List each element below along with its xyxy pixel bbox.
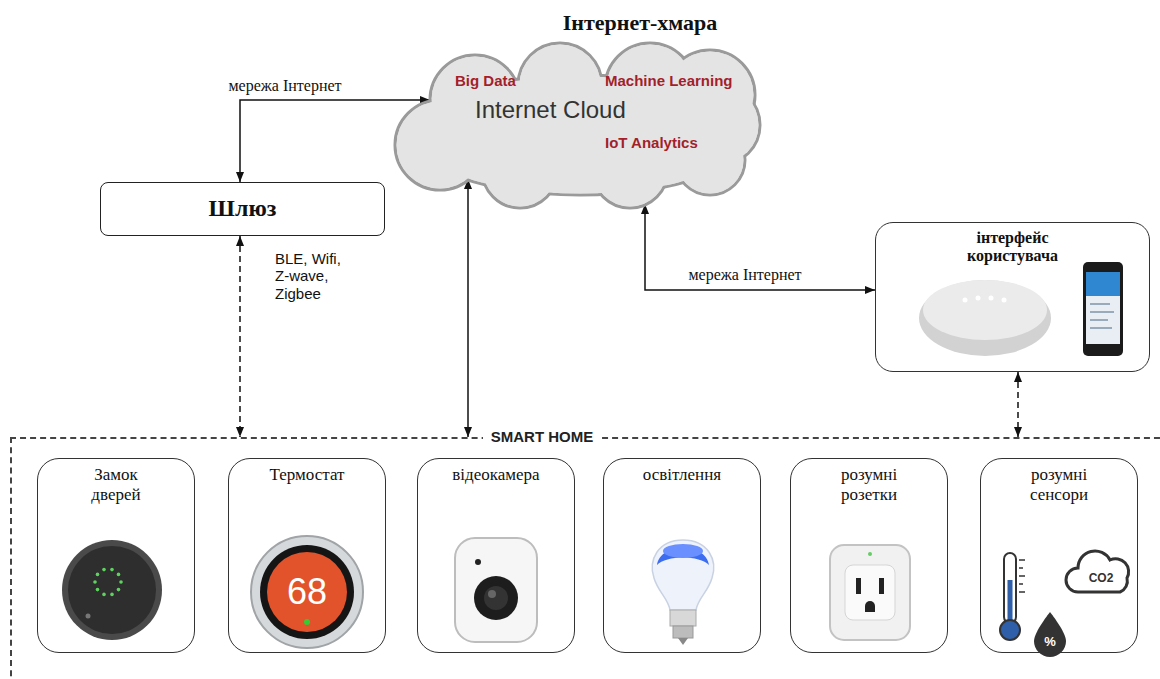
bulb-picture xyxy=(652,540,713,645)
lock-led xyxy=(117,588,121,592)
cloud-keyword: IoT Analytics xyxy=(605,134,698,151)
plug-body xyxy=(830,545,910,640)
device-box: Замок дверей xyxy=(37,458,195,653)
device-label: Термостат xyxy=(270,465,345,485)
thermostat-ring xyxy=(251,536,363,648)
edge-label: BLE, Wifi, Z-wave, Zigbee xyxy=(275,250,355,302)
cloud-keyword: Machine Learning xyxy=(605,72,733,89)
smart-speaker-picture xyxy=(919,280,1051,356)
diagram-title: Інтернет-хмара xyxy=(563,10,718,35)
speaker-led xyxy=(963,298,968,303)
device-box: освітлення xyxy=(603,458,761,653)
speaker-led xyxy=(976,296,981,301)
lock-led xyxy=(96,573,100,577)
bulb-glow xyxy=(663,544,703,558)
camera-lens xyxy=(474,576,518,620)
speaker-led xyxy=(989,296,994,301)
device-box: розумні розетки xyxy=(790,458,948,653)
connector xyxy=(467,179,469,437)
gateway-label: Шлюз xyxy=(209,195,277,223)
camera-lens-inner xyxy=(484,586,508,610)
device-box: відеокамера xyxy=(417,458,575,653)
humidity-drop xyxy=(1034,612,1066,657)
cloud-part xyxy=(484,134,557,207)
sensor-icons xyxy=(1000,551,1129,657)
device-label: відеокамера xyxy=(452,465,539,485)
cloud-part xyxy=(397,102,484,189)
device-box: Термостат xyxy=(228,458,386,653)
icon-label: % xyxy=(1044,635,1056,650)
speaker-body xyxy=(919,280,1051,356)
lock-led xyxy=(117,573,121,577)
icon-label: CO2 xyxy=(1089,572,1114,586)
edge-label: мережа Інтернет xyxy=(688,266,801,284)
lock-body xyxy=(62,540,162,640)
lock-led xyxy=(110,593,114,597)
plug-face xyxy=(845,565,895,620)
bulb-tip xyxy=(678,638,688,645)
lock-led xyxy=(102,593,106,597)
edge-label: мережа Інтернет xyxy=(228,77,341,95)
user-interface-box: інтерфейс користувача xyxy=(875,222,1150,372)
lock-led xyxy=(102,568,106,572)
device-box: розумні сенсори xyxy=(980,458,1138,653)
lock-led xyxy=(93,580,97,584)
plug-led xyxy=(868,552,872,556)
thermometer-column xyxy=(1008,580,1013,625)
thermostat-bezel xyxy=(260,545,354,639)
smart-home-region: SMART HOMEЗамок дверейТермостатвідеокаме… xyxy=(10,437,1160,679)
device-label: Замок дверей xyxy=(76,465,156,504)
thermometer-bulb xyxy=(1000,620,1020,640)
region-heading: SMART HOME xyxy=(483,428,602,445)
cloud-keyword: Big Data xyxy=(455,72,516,89)
camera-picture xyxy=(455,538,537,642)
phone-screen xyxy=(1086,272,1120,344)
plug-picture xyxy=(830,545,910,640)
connector xyxy=(239,236,241,437)
thermostat-reading: 68 xyxy=(287,571,327,612)
thermostat-picture xyxy=(251,536,363,648)
bulb-glass xyxy=(652,540,713,610)
thermostat-leaf xyxy=(304,619,310,625)
panel-heading: інтерфейс користувача xyxy=(948,229,1078,266)
camera-glint xyxy=(488,590,496,598)
lock-led xyxy=(119,580,123,584)
speaker-led xyxy=(1002,298,1007,303)
speaker-top xyxy=(923,280,1047,340)
connector xyxy=(1017,372,1019,437)
bulb-base xyxy=(673,626,693,638)
cloud-outline xyxy=(380,40,780,210)
phone-picture xyxy=(1083,262,1123,356)
door-lock-picture xyxy=(62,540,162,640)
device-label: розумні сенсори xyxy=(1014,465,1104,504)
plug-slot xyxy=(856,578,861,594)
cloud-shape: Big Data Machine LearningInternet CloudIo… xyxy=(380,40,780,210)
thermometer-ticks xyxy=(1019,560,1025,592)
device-label: освітлення xyxy=(643,465,721,485)
phone-body xyxy=(1083,262,1123,356)
plug-slot xyxy=(879,578,884,594)
thermostat-display xyxy=(267,552,347,632)
device-label: розумні розетки xyxy=(824,465,914,504)
connector xyxy=(645,204,875,290)
co2-cloud-icon xyxy=(1066,551,1129,592)
phone-lines xyxy=(1090,304,1114,328)
cloud-title: Internet Cloud xyxy=(475,96,626,124)
plug-ground xyxy=(865,601,875,612)
lock-dot xyxy=(86,614,91,619)
bulb-neck xyxy=(670,610,696,626)
lock-led xyxy=(110,568,114,572)
lock-face xyxy=(68,546,156,634)
phone-header xyxy=(1086,272,1120,296)
gateway-box: Шлюз xyxy=(100,182,385,236)
lock-led xyxy=(96,588,100,592)
camera-body xyxy=(455,538,537,642)
camera-sensor xyxy=(475,559,481,565)
